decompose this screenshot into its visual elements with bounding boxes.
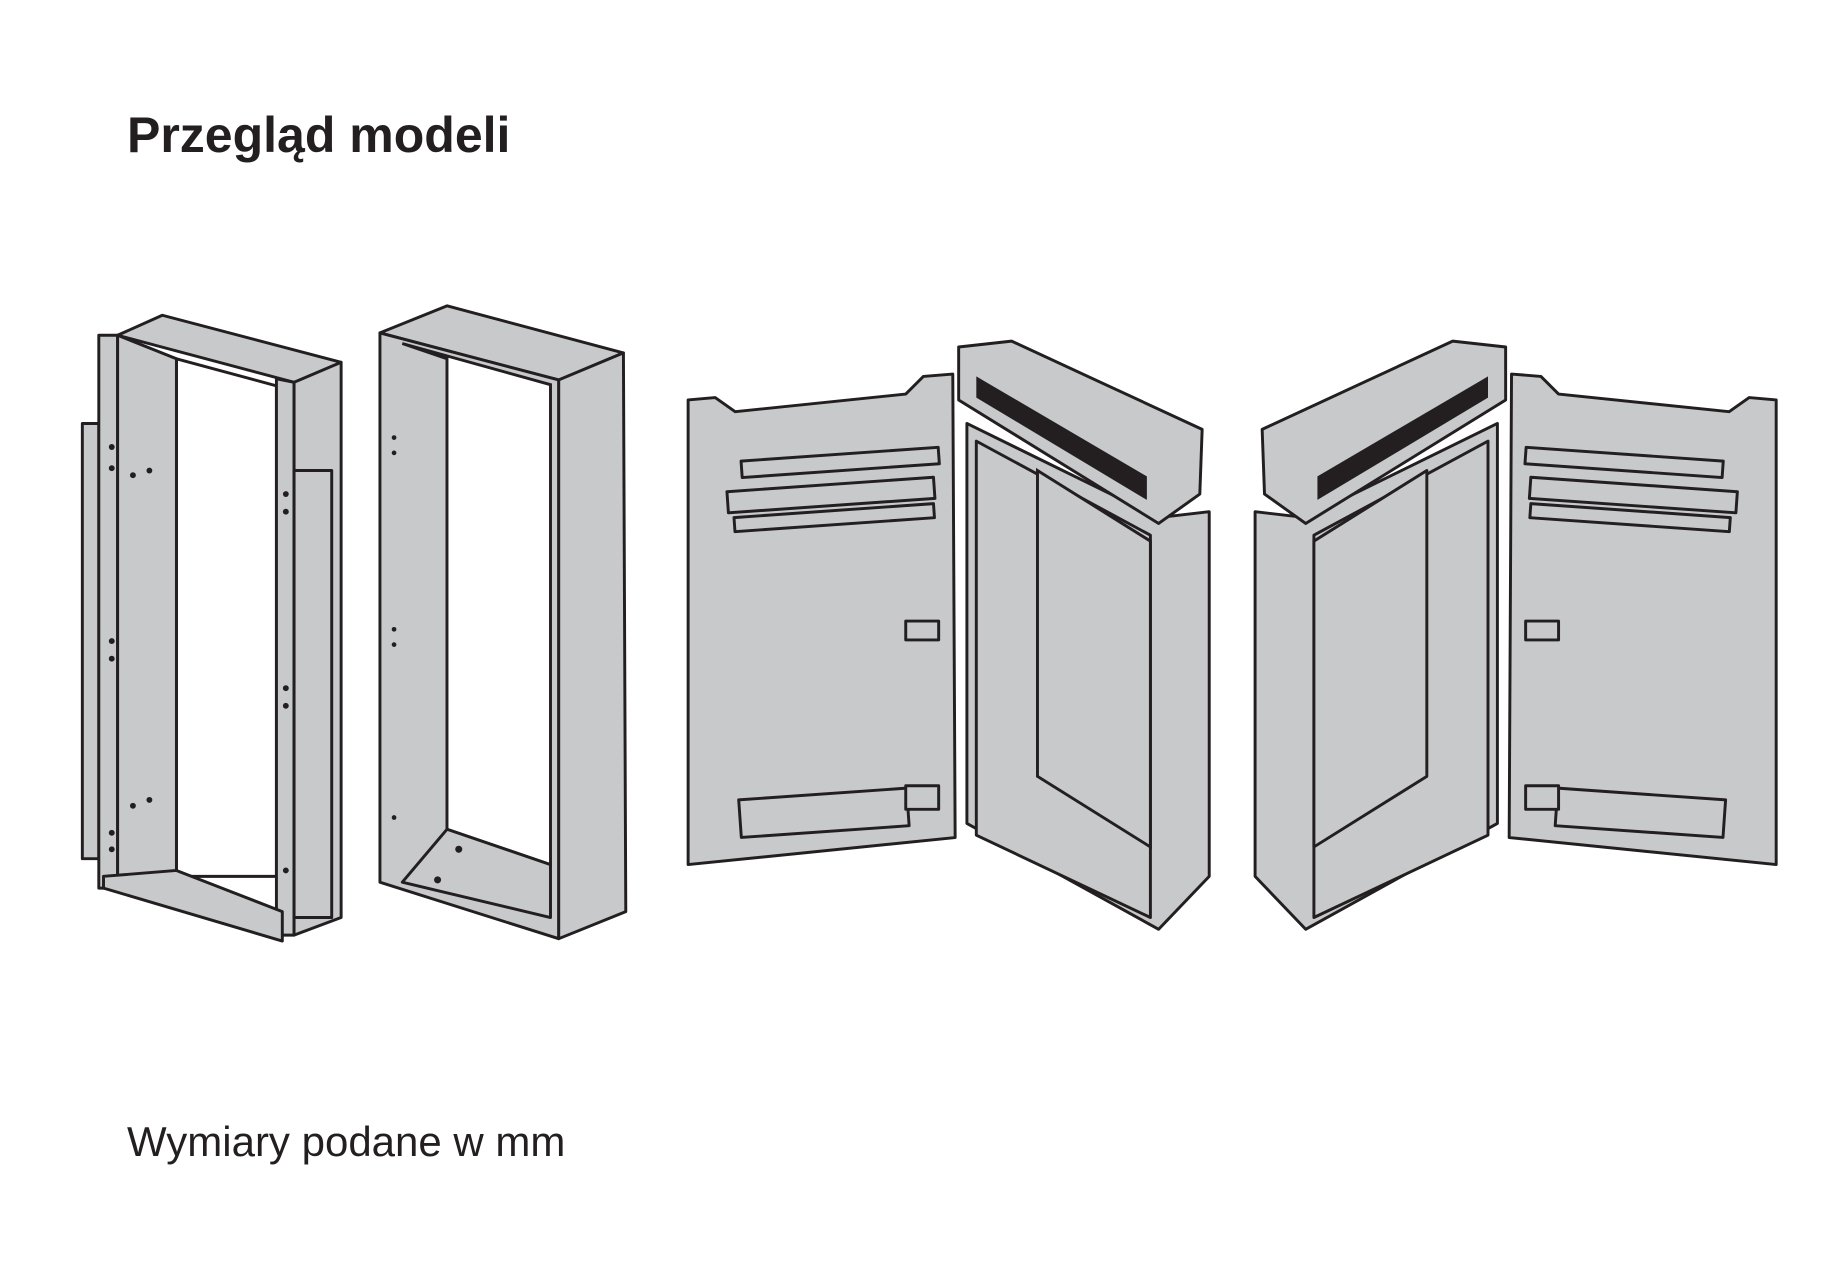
installation-frame-drawing bbox=[80, 313, 343, 943]
dimensions-note: Wymiary podane w mm bbox=[127, 1118, 566, 1165]
cabinet-left-hinged-drawing bbox=[1253, 339, 1778, 931]
surface-mount-box-drawing bbox=[378, 304, 628, 941]
page-title: Przegląd modeli bbox=[127, 107, 511, 163]
cabinet-right-hinged-drawing bbox=[686, 339, 1211, 931]
